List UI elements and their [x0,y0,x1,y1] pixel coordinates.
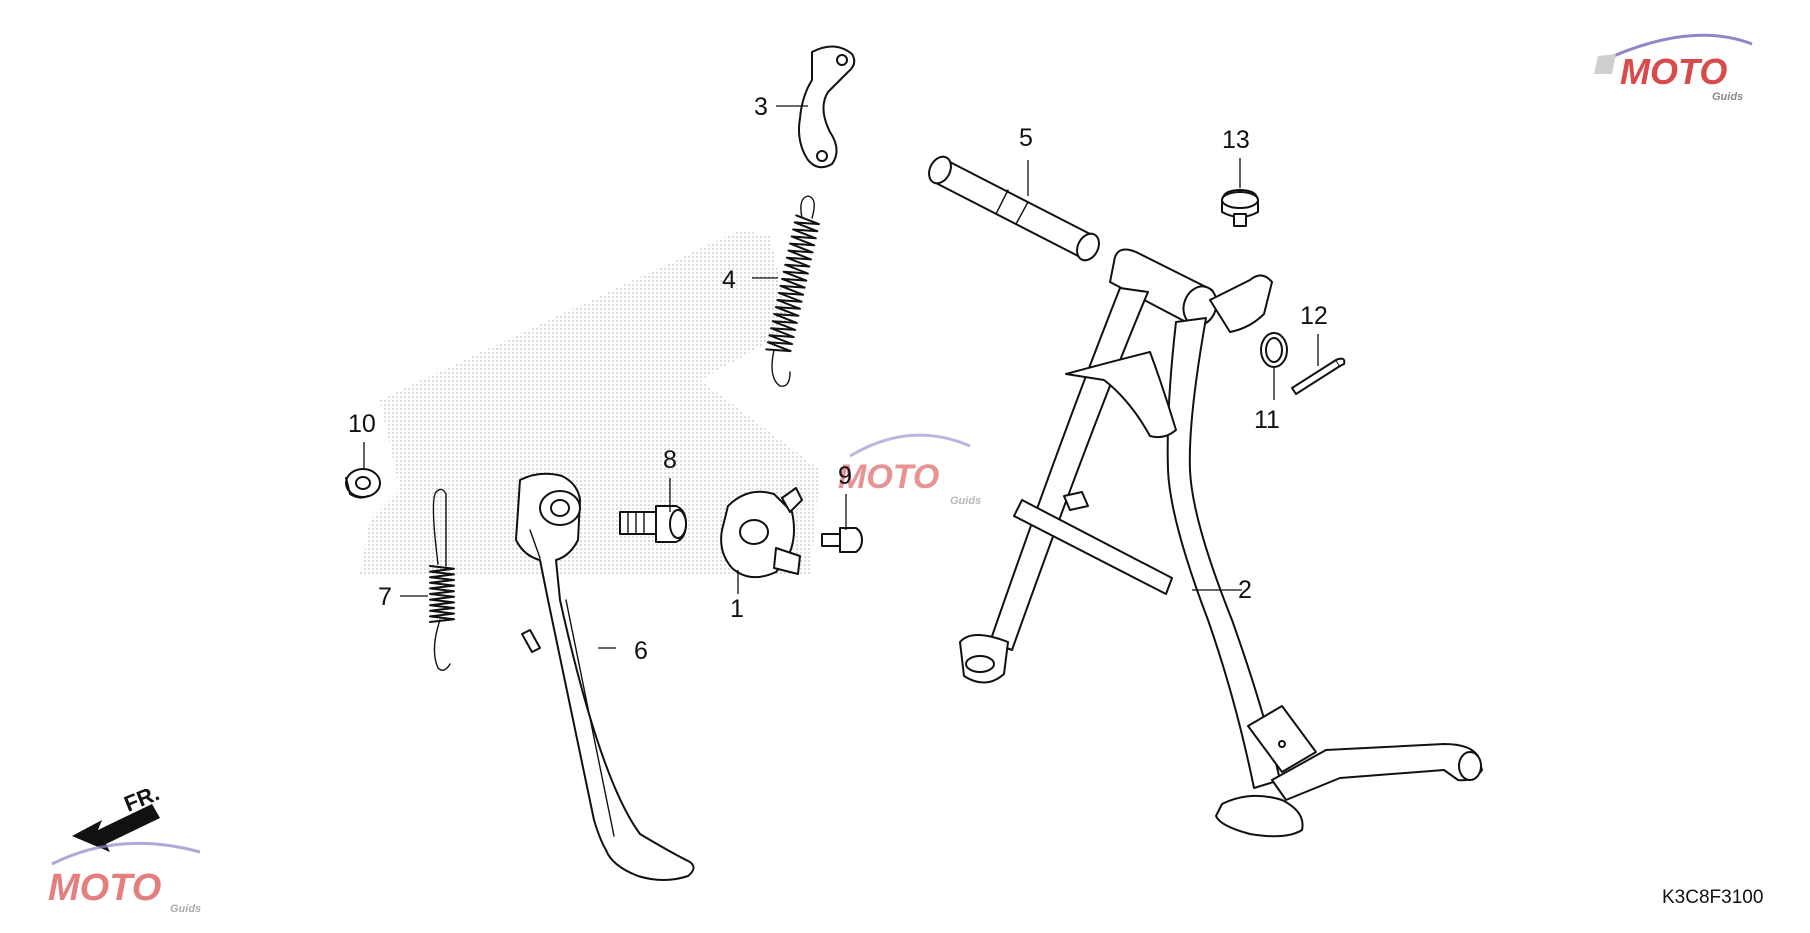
callout-label: 4 [722,266,736,294]
callout-label: 1 [730,595,744,623]
part-3-plate[interactable] [798,45,856,169]
callout-label: 12 [1300,302,1328,330]
part-8-pivot-bolt[interactable] [619,505,687,543]
part-10-bush[interactable] [345,468,381,499]
watermark-brand: MOTO [838,458,939,496]
callout-label: 3 [754,93,768,121]
front-direction-arrow: FR. [72,780,163,852]
callout-label: 13 [1222,126,1250,154]
part-2-main-stand[interactable] [959,248,1483,838]
callouts: 1 2 3 4 5 6 7 8 9 10 11 12 13 [348,93,1328,665]
callout-label: 11 [1254,406,1280,434]
watermark-brand: MOTO [48,867,161,909]
watermark-sub: Guids [170,903,201,915]
leader-lines [363,105,1319,649]
part-7-spring[interactable] [429,488,455,671]
part-1-side-stand-switch[interactable] [720,487,803,579]
part-12-cotter-pin[interactable] [1291,357,1346,395]
callout-label: 7 [378,583,392,611]
callout-label: 5 [1019,124,1033,152]
diagram-code: K3C8F3100 [1662,887,1763,908]
part-5-pivot-pipe[interactable] [925,153,1104,264]
shadow-hatch [360,230,820,575]
watermark-logo-center: MOTO Guids [838,433,981,507]
part-6-side-stand[interactable] [515,472,695,881]
part-13-stopper-rubber[interactable] [1221,189,1259,227]
watermark-sub: Guids [1712,91,1743,103]
callout-label: 10 [348,410,376,438]
callout-label: 6 [634,637,648,665]
part-11-washer[interactable] [1260,332,1288,368]
watermark-brand: MOTO [1620,51,1727,92]
watermark-logo-bottom-left: MOTO Guids [48,841,201,915]
callout-label: 9 [838,462,852,490]
watermark-sub: Guids [950,495,981,507]
watermark-logo-top-right: MOTO Guids [1594,33,1753,103]
callout-label: 8 [663,446,677,474]
part-4-spring[interactable] [765,195,820,387]
callout-label: 2 [1238,576,1252,604]
direction-label: FR. [121,780,163,816]
part-9-bolt[interactable] [821,527,863,553]
